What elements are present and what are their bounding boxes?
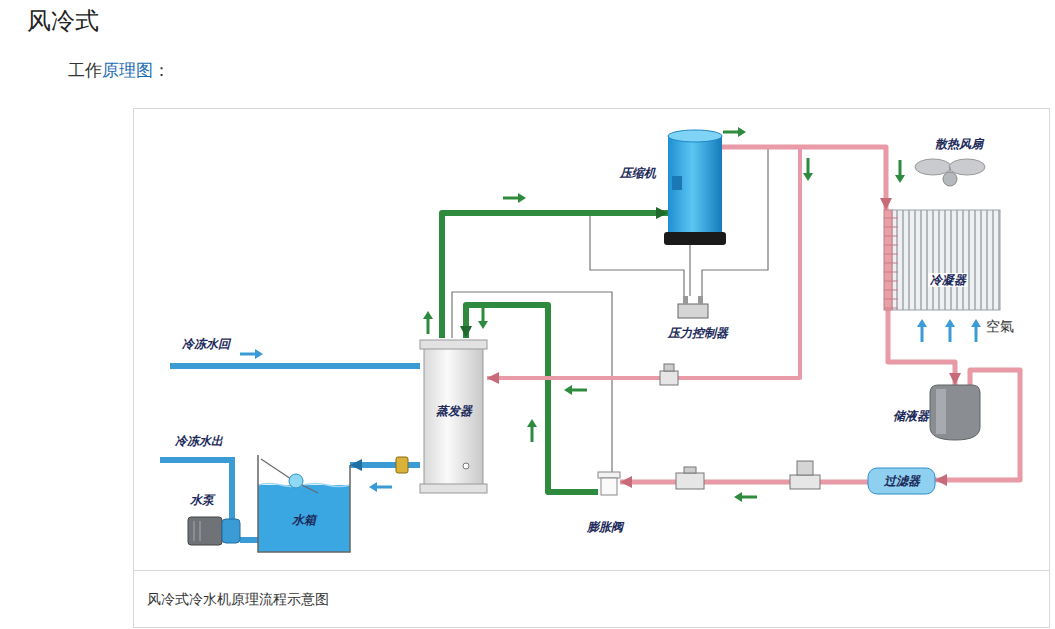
flow-arrow — [527, 419, 537, 442]
node-label: 水泵 — [190, 493, 214, 507]
flow-arrow — [734, 492, 757, 502]
condenser: 冷凝器 — [884, 210, 1000, 310]
air-label: 空氣 — [986, 318, 1014, 336]
expansion-valve: 膨胀阀 — [598, 472, 620, 495]
node-label: 蒸发器 — [436, 404, 472, 418]
pipe-connector — [487, 147, 800, 378]
pipe-connector — [620, 480, 868, 485]
node-label: 压力控制器 — [668, 326, 728, 340]
filter-drier: 过滤器 — [868, 468, 935, 494]
node-label: 散热风扇 — [935, 137, 983, 151]
sight-glass — [676, 467, 704, 489]
flow-arrow — [478, 306, 488, 329]
intro-text: 工作 — [68, 60, 102, 82]
intro-text: ： — [153, 60, 170, 82]
pipe-connector — [888, 310, 955, 385]
receiver: 储液器 — [930, 385, 980, 440]
flow-arrow — [723, 127, 746, 137]
node-label: 过滤器 — [884, 474, 920, 488]
receiver-shape — [930, 385, 980, 440]
node-label: 冷凝器 — [928, 273, 968, 287]
pipe-connector — [466, 305, 598, 492]
flow-arrow — [945, 319, 955, 342]
intro-line: 工作原理图： — [68, 60, 170, 82]
water-valve — [396, 457, 408, 473]
flow-arrows — [240, 127, 981, 502]
compressor-shape — [668, 128, 722, 245]
node-label: 膨胀阀 — [587, 520, 623, 534]
node-label: 压缩机 — [620, 166, 656, 180]
flow-arrow — [971, 319, 981, 342]
fan: 散热风扇 — [915, 153, 985, 193]
flow-arrow — [503, 193, 526, 203]
evaporator: 蒸发器 — [420, 338, 487, 495]
flow-arrow — [564, 385, 587, 395]
chilled-water-out-pipe — [160, 460, 232, 522]
water-pump: 水泵 — [188, 515, 240, 547]
return-water-pipe — [170, 363, 420, 369]
bypass-valve — [660, 364, 678, 385]
figure-caption: 风冷式冷水机原理流程示意图 — [147, 590, 329, 608]
flow-arrow — [369, 482, 392, 492]
water-tank-shape — [258, 455, 350, 552]
flow-arrow — [423, 311, 433, 334]
node-label: 水箱 — [292, 513, 316, 527]
pipe-label: 冷冻水出 — [175, 434, 223, 448]
pipe-connector — [240, 537, 258, 543]
pipe-connector — [442, 213, 668, 338]
pressure-controller: 压力控制器 — [678, 296, 708, 318]
link-text: 原理图 — [102, 60, 153, 82]
pipe-label: 冷冻水回 — [182, 337, 230, 351]
figure-frame — [134, 109, 1050, 628]
pressure-controller-shape — [678, 296, 708, 318]
flow-arrow — [895, 160, 905, 183]
caption-rule — [134, 570, 1049, 571]
expansion-valve-shape — [598, 472, 620, 495]
node-label: 储液器 — [893, 409, 929, 423]
pipe-connector — [689, 245, 690, 296]
pipe-connector — [350, 462, 420, 468]
water-tank: 水箱 — [258, 455, 350, 552]
pipe-connector — [722, 147, 886, 210]
water-pump-shape — [188, 515, 240, 547]
fan-shape — [915, 153, 985, 193]
flow-arrow — [803, 158, 813, 181]
solenoid-valve — [790, 461, 820, 489]
flow-arrow — [240, 349, 263, 359]
compressor: 压缩机 — [668, 128, 722, 245]
condenser-shape — [884, 210, 1000, 310]
flow-arrow — [917, 319, 927, 342]
page-title: 风冷式 — [27, 6, 99, 36]
